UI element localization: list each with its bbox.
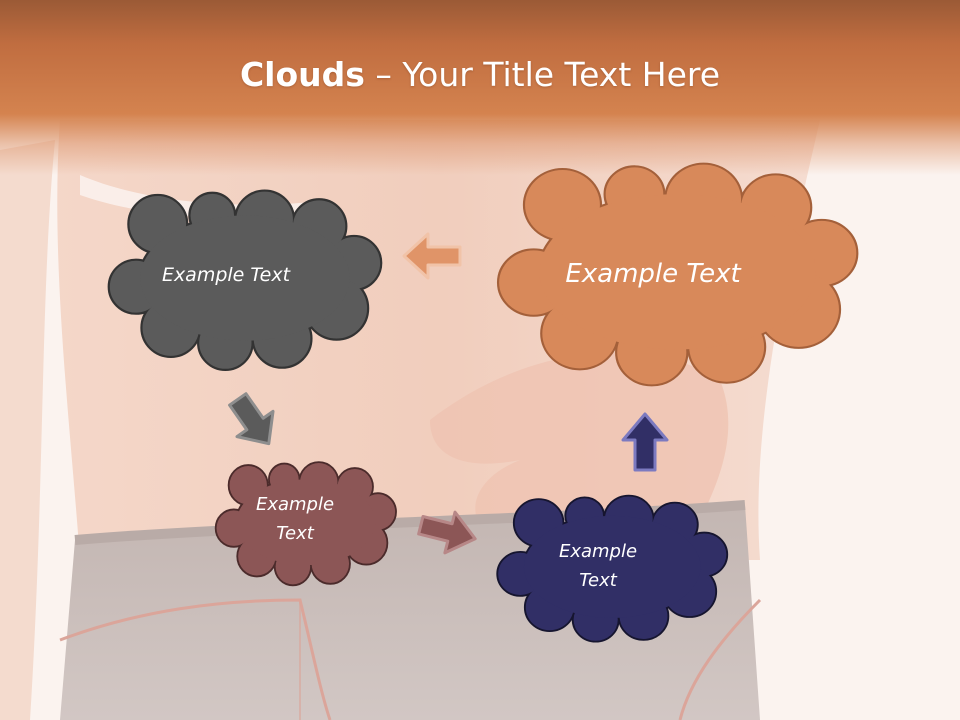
arrow-right-icon [417,510,477,555]
cloud-maroon-label: Example Text [255,494,335,544]
cloud-dark-gray-label: Example Text [161,264,291,286]
cloud-orange-label: Example Text [565,259,741,289]
slide-title: Clouds – Your Title Text Here [0,52,960,98]
arrow-left-icon [402,232,462,280]
cloud-navy-label: Example Text [558,541,638,591]
title-strong: Clouds [239,55,365,94]
arrow-down-left-icon [228,392,275,446]
arrow-up-icon [621,412,669,472]
title-rest: Your Title Text Here [402,55,721,94]
title-band [0,0,960,175]
title-dash: – [364,55,403,94]
